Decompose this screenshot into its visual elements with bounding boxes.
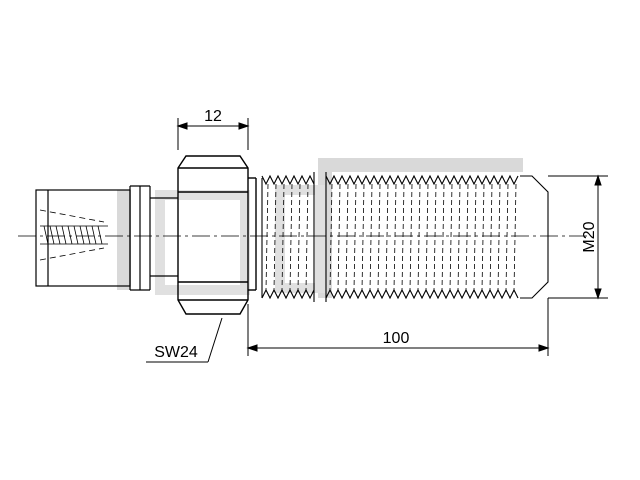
thread-root-line (441, 183, 445, 291)
thread-root-line (393, 183, 397, 291)
thread-root-line (369, 183, 373, 291)
thread-root-line (329, 183, 333, 291)
thread-root-line (457, 183, 461, 291)
wrench-size-label: SW24 (154, 344, 198, 361)
dimension-thread-diameter (548, 174, 608, 300)
thread-root-line (489, 183, 493, 291)
thread-root-line (409, 183, 413, 291)
thread-root-line (289, 183, 293, 291)
threaded-section (261, 172, 549, 302)
thread-root-line (305, 183, 309, 291)
thread-root-line (281, 183, 285, 291)
thread-root-line (385, 183, 389, 291)
dimension-hex-width (176, 118, 250, 150)
thread-root-line (265, 183, 269, 291)
thread-root-line (481, 183, 485, 291)
wrench-size-leader (146, 317, 223, 363)
thread-root-line (401, 183, 405, 291)
thread-size-label: M20 (581, 221, 598, 252)
thread-root-line (433, 183, 437, 291)
thread-root-line (449, 183, 453, 291)
thread-root-line (345, 183, 349, 291)
thread-root-line (377, 183, 381, 291)
thread-root-line (505, 183, 509, 291)
thread-root-line (361, 183, 365, 291)
shank (35, 185, 178, 291)
thread-root-line (465, 183, 469, 291)
thread-root-line (425, 183, 429, 291)
thread-root-line (297, 183, 301, 291)
thread-root-line (497, 183, 501, 291)
thread-length-label: 100 (383, 330, 410, 347)
dimension-thread-length (246, 298, 550, 356)
shank-end-hatch (39, 209, 108, 261)
thread-root-line (417, 183, 421, 291)
thread-root-line (273, 183, 277, 291)
watermark (117, 158, 523, 298)
hex-nut (177, 155, 257, 315)
hex-width-label: 12 (204, 108, 222, 125)
thread-root-line (353, 183, 357, 291)
thread-root-line (337, 183, 341, 291)
thread-root-line (473, 183, 477, 291)
thread-root-line (513, 183, 517, 291)
